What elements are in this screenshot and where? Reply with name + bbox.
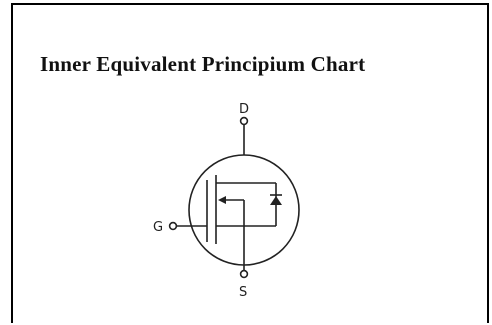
source-terminal: [239, 269, 249, 279]
figure-frame: [11, 3, 489, 323]
gate-label: G: [153, 220, 163, 235]
drain-terminal: [239, 116, 249, 126]
diagram-title: Inner Equivalent Principium Chart: [40, 52, 366, 76]
body-arrow-icon: [218, 196, 226, 204]
gate-terminal: [168, 221, 178, 231]
source-label: S: [239, 285, 247, 300]
diode-triangle-icon: [270, 196, 282, 205]
drain-label: D: [239, 102, 249, 117]
